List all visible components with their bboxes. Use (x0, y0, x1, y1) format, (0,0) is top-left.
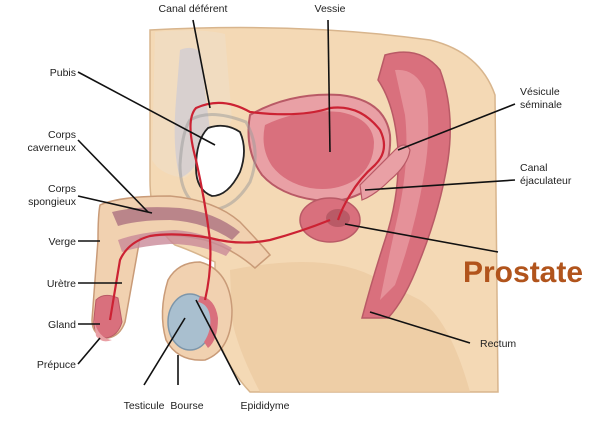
seminal-vesicle (359, 144, 411, 201)
label-rectum: Rectum (480, 338, 516, 350)
leader-vessie (327, 19, 331, 153)
label-uretre: Urètre (47, 278, 76, 290)
vas-deferens (189, 101, 386, 301)
label-corps-spongieux-line1: Corps (48, 183, 76, 195)
rectum-inner (380, 69, 429, 300)
pubis-bone-rim (178, 113, 257, 212)
leader-prepuce (77, 337, 101, 365)
epididymis-shape (198, 296, 218, 348)
leader-rectum (369, 311, 471, 344)
label-bourse: Bourse (170, 400, 203, 412)
label-epididyme: Epididyme (240, 400, 289, 412)
bladder-lumen (263, 111, 374, 189)
title-prostate: Prostate (463, 256, 583, 289)
leader-vesicule (397, 103, 516, 151)
label-pubis: Pubis (50, 67, 76, 79)
urethra (108, 218, 331, 321)
pelvic-floor (230, 262, 470, 392)
leader-testicule (143, 317, 186, 386)
label-vesicule-seminale-line2: séminale (520, 99, 562, 111)
leader-epididyme (195, 299, 241, 386)
label-corps-caverneux-line2: caverneux (28, 142, 77, 154)
leader-corps-caverneux (77, 139, 149, 213)
label-corps-spongieux-line2: spongieux (28, 196, 77, 208)
corpus-cavernosum (112, 207, 240, 240)
label-corps-caverneux-line1: Corps (48, 129, 76, 141)
leader-canal-ejaculateur (364, 179, 516, 191)
leader-canal-deferent (192, 19, 211, 109)
label-canal-ejaculateur-line2: éjaculateur (520, 175, 572, 187)
label-canal-deferent: Canal déférent (159, 3, 228, 15)
label-testicule: Testicule (124, 400, 165, 412)
leader-prostate (344, 223, 499, 253)
label-vessie: Vessie (315, 3, 346, 15)
label-gland: Gland (48, 319, 76, 331)
leader-corps-spongieux (77, 195, 153, 214)
label-verge: Verge (49, 236, 77, 248)
label-canal-ejaculateur-line1: Canal (520, 162, 547, 174)
label-vesicule-seminale-line1: Vésicule (520, 86, 560, 98)
foreskin (94, 320, 112, 342)
label-prepuce: Prépuce (37, 359, 76, 371)
leader-pubis (77, 71, 216, 146)
